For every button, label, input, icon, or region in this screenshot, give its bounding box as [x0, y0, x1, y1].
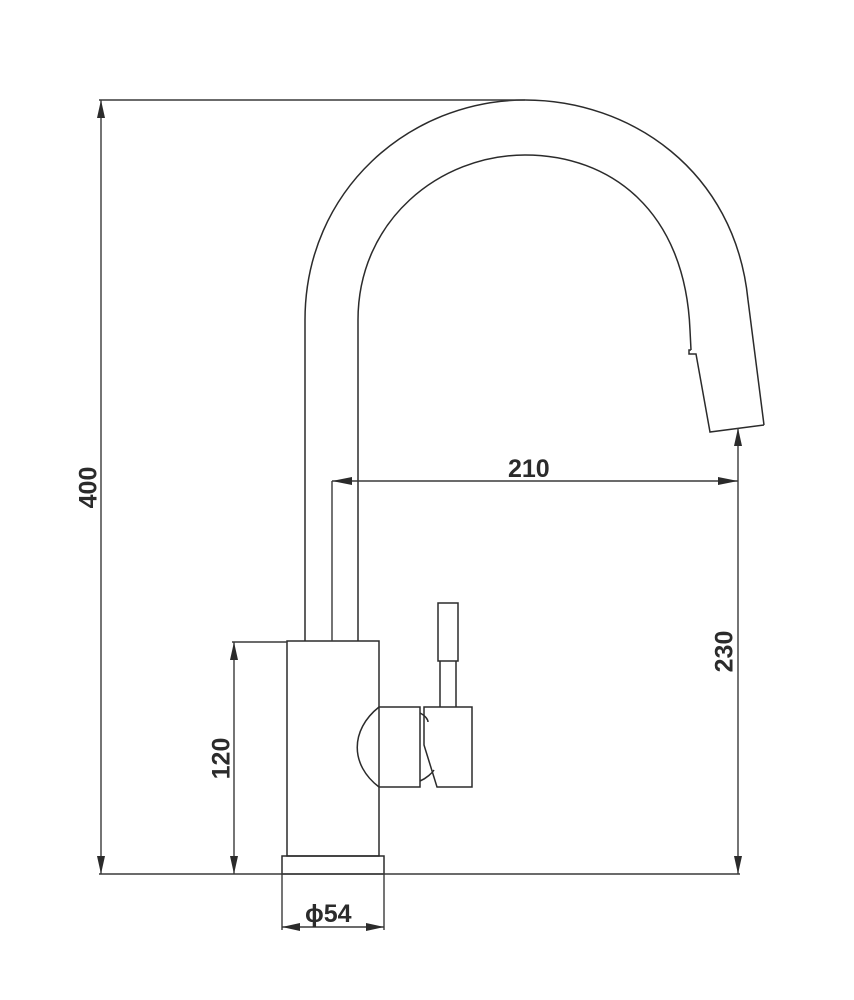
base-diameter-value: 54 [323, 900, 352, 928]
label-total-height: 400 [74, 466, 103, 509]
lever-handle [423, 602, 473, 788]
pull-down-sprayhead [688, 349, 765, 433]
diameter-symbol-icon: ϕ [305, 900, 324, 928]
label-spout-reach: 210 [508, 455, 550, 483]
base-flange [281, 855, 385, 875]
dimension-body-height [230, 641, 287, 874]
dimension-spout-reach [331, 477, 738, 641]
dimension-base-diameter [281, 874, 385, 931]
label-body-height: 120 [207, 737, 236, 780]
label-spout-clearance: 230 [710, 630, 739, 673]
dimension-total-height [97, 99, 740, 875]
dimension-spout-clearance [734, 428, 742, 874]
label-base-diameter: ϕ54 [305, 902, 352, 927]
faucet-body [286, 640, 380, 857]
spout [304, 99, 765, 641]
handle-hub [356, 706, 435, 788]
